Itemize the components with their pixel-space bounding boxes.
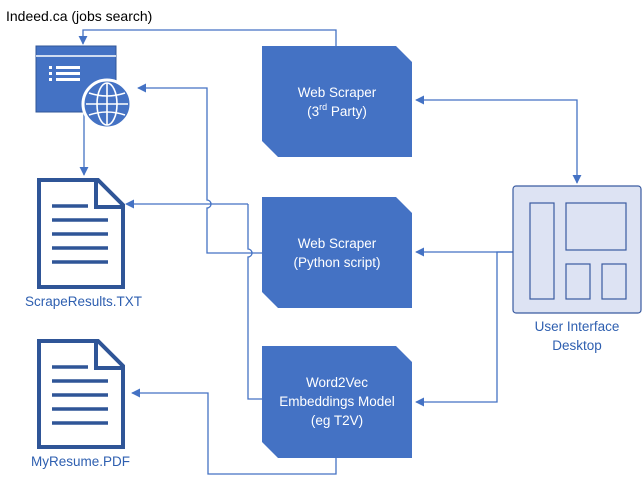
resume-document-icon — [37, 339, 125, 449]
web-scraper-python-box — [262, 197, 412, 308]
connector-word2vec-to-scraperesults — [247, 204, 262, 400]
scraperesults-document-icon — [37, 178, 125, 289]
connector-ui-to-word2vec — [415, 251, 513, 407]
connector-scraper3p-to-browser — [78, 29, 337, 46]
resume-label: MyResume.PDF — [31, 454, 130, 469]
connectors — [78, 29, 582, 475]
web-scraper-3rd-party-box — [262, 46, 412, 157]
web-scraper-3rd-party-subtitle: (3rd Party) — [307, 102, 367, 119]
connector-python-to-browser — [137, 83, 262, 254]
web-scraper-python-subtitle: (Python script) — [293, 255, 380, 270]
browser-window-globe-icon — [35, 45, 133, 130]
browser-label: Indeed.ca (jobs search) — [6, 8, 152, 24]
web-scraper-3rd-party-title: Web Scraper — [298, 85, 377, 100]
scraperesults-label: ScrapeResults.TXT — [25, 294, 142, 309]
user-interface-sublabel: Desktop — [552, 338, 602, 353]
word2vec-title: Word2Vec — [306, 375, 368, 390]
desktop-layout-icon — [512, 185, 642, 314]
user-interface-label: User Interface — [535, 319, 620, 334]
word2vec-example: (eg T2V) — [311, 413, 363, 428]
web-scraper-python-title: Web Scraper — [298, 236, 377, 251]
word2vec-model-box — [262, 346, 412, 458]
connector-scraper3p-to-ui — [415, 95, 582, 184]
word2vec-subtitle: Embeddings Model — [279, 394, 395, 409]
connector-word2vec-to-resume — [131, 388, 337, 475]
